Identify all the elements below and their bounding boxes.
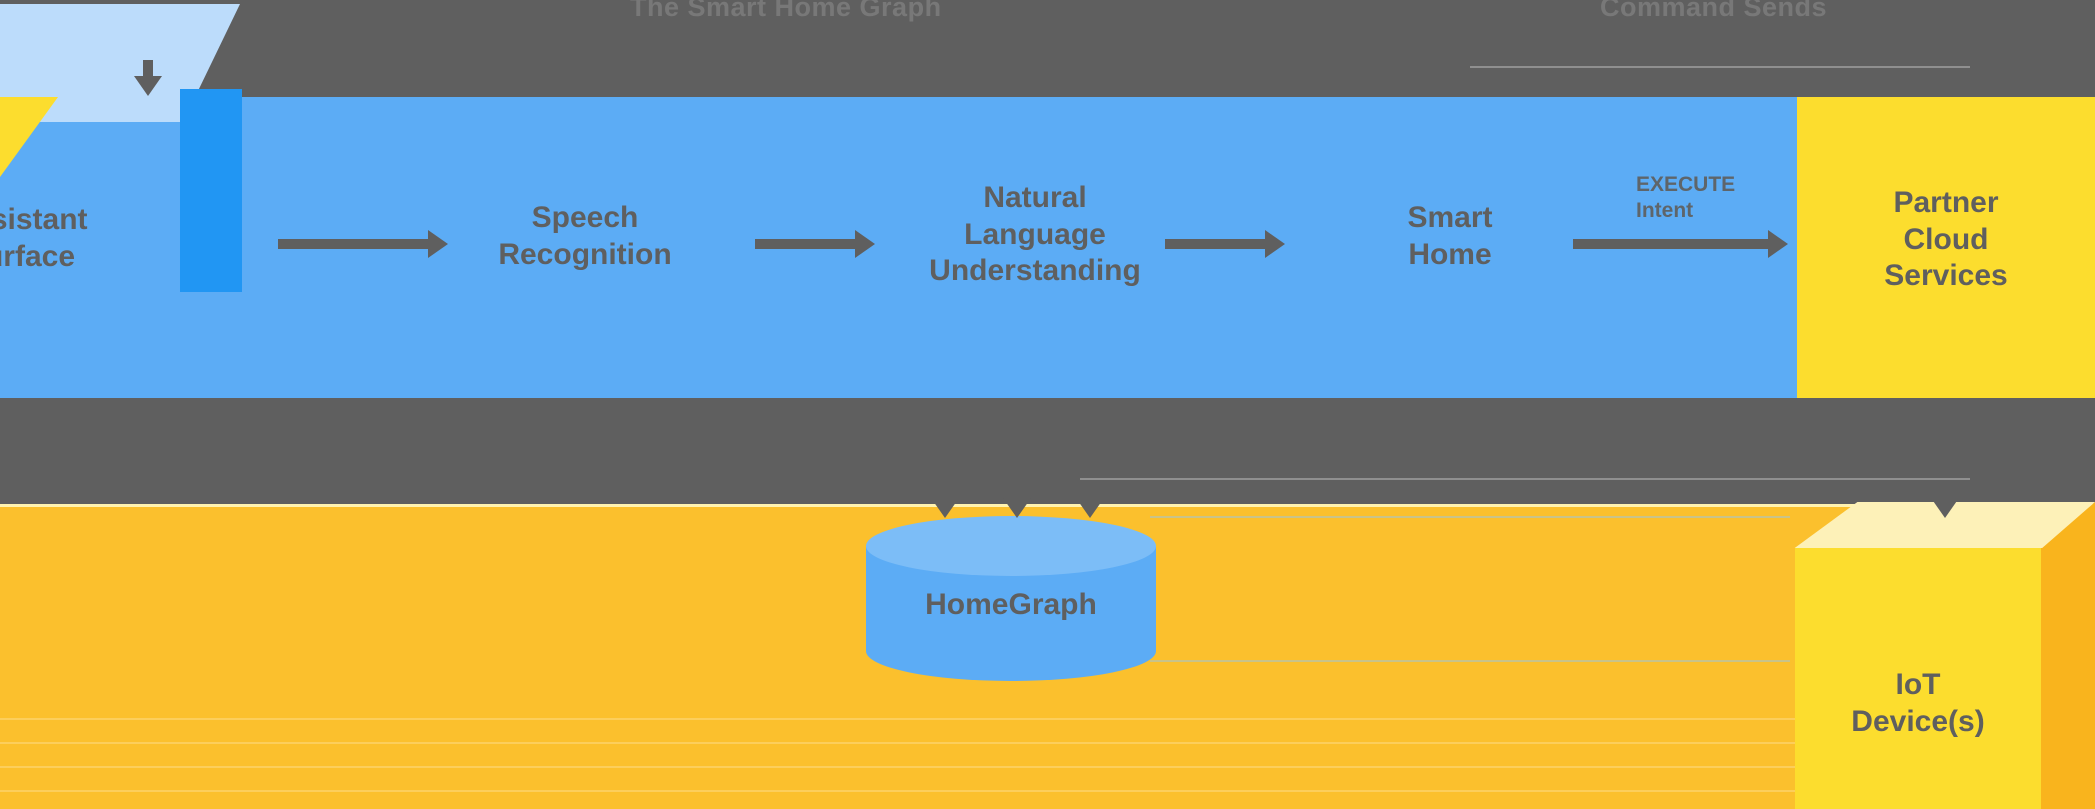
- assistant-surface-side-face: [180, 89, 242, 292]
- iot-devices-top-face: [1794, 502, 2095, 548]
- arrow-right-icon-smarthome-to-partner: [1573, 230, 1788, 258]
- assistant-surface-front-face: [0, 122, 180, 292]
- edge-label-execute-intent: EXECUTE Intent: [1636, 173, 1736, 223]
- homegraph-label: HomeGraph: [925, 588, 1097, 621]
- node-homegraph[interactable]: HomeGraph: [866, 516, 1156, 681]
- assistant-surface-label: Assistant Surface: [0, 203, 88, 273]
- arrow-down-icon-iot: [1931, 452, 1959, 528]
- node-speech-recognition[interactable]: Speech Recognition: [498, 201, 672, 271]
- iot-devices-front-face: [1795, 548, 2041, 809]
- render-artifact: [1470, 66, 1970, 68]
- node-partner-cloud-services[interactable]: [1797, 97, 2095, 398]
- arrow-down-icon-assistant: [134, 60, 162, 96]
- diagram-title-right: Command Sends: [1600, 0, 1828, 22]
- homegraph-top-ellipse: [866, 516, 1156, 576]
- node-natural-language-understanding[interactable]: Natural Language Understanding: [929, 181, 1141, 288]
- node-assistant-surface[interactable]: Assistant Surface: [0, 4, 320, 292]
- arrow-right-icon-speech-to-nlu: [755, 230, 875, 258]
- arrow-down-icon-homegraph-1: [931, 452, 959, 528]
- diagram-title-left: The Smart Home Graph: [630, 0, 942, 22]
- node-smart-home[interactable]: Smart Home: [1407, 201, 1493, 271]
- node-iot-devices[interactable]: IoT Device(s): [1794, 502, 2095, 809]
- partner-cloud-services-label: Partner Cloud Services: [1884, 186, 2008, 293]
- iot-devices-side-face: [2041, 502, 2095, 809]
- cloud-services-band: [0, 97, 2095, 401]
- arrow-right-icon-assistant-to-speech: [278, 230, 448, 258]
- band-divider: [0, 398, 2095, 504]
- iot-devices-label: IoT Device(s): [1851, 668, 1985, 738]
- arrow-down-icon-homegraph-3: [1076, 452, 1104, 528]
- arrow-right-icon-nlu-to-smarthome: [1165, 230, 1285, 258]
- arrow-down-icon-homegraph-2: [1003, 452, 1031, 528]
